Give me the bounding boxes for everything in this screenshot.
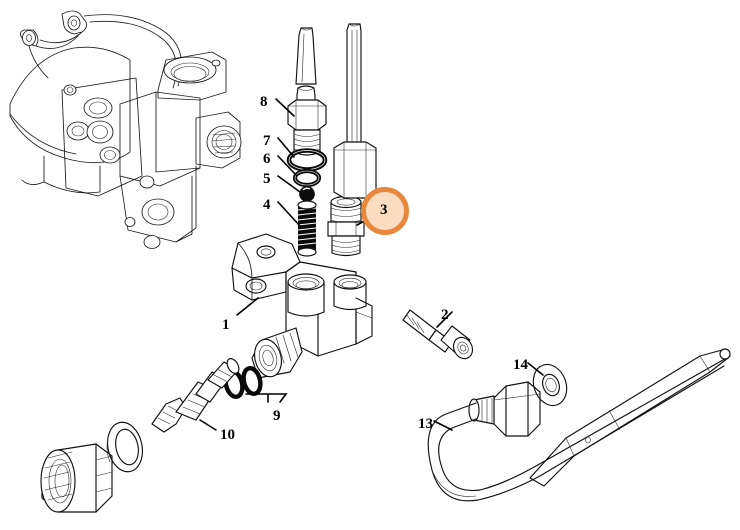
socket-head-cap-screw [402,309,474,360]
callout-7: 7 [263,133,271,149]
leader-13 [433,420,453,431]
double-threaded-nipple [327,195,365,257]
callout-13: 13 [418,416,433,432]
compression-spring [297,200,317,257]
long-lance-tube [529,348,731,487]
hex-union-nut [468,381,541,437]
valve-insert-cartridge [151,358,240,433]
callout-1: 1 [222,317,230,333]
leader-10 [199,419,217,431]
callout-8: 8 [260,94,268,110]
leader-2 [436,311,453,328]
callout-2: 2 [441,307,449,323]
callout-14: 14 [513,357,528,373]
valve-manifold-body [231,233,373,379]
pump-housing-assembly [9,10,242,249]
check-ball [299,186,315,202]
callout-9: 9 [273,408,281,424]
lower-hex-coupling-nut [40,443,113,513]
leader-14 [527,362,544,376]
upper-straight-tube [346,23,362,149]
leader-4 [277,201,301,227]
leader-1 [236,297,259,316]
upper-nozzle-tube [295,27,317,85]
small-o-ring [292,168,322,188]
leader-9 [245,393,288,403]
leader-5 [277,175,301,193]
callout-5: 5 [263,171,271,187]
callout-3: 3 [380,202,388,218]
callout-4: 4 [263,197,271,213]
leader-7 [277,137,295,158]
valve-bolt-body [287,85,327,156]
lower-sealing-washer [106,421,143,473]
tube-hex-fitting [333,141,377,199]
callout-10: 10 [220,427,235,443]
hose-assembly [427,355,731,502]
leader-8 [275,98,295,117]
callout-6: 6 [263,151,271,167]
highlight-circle-part-3[interactable] [361,187,409,235]
leader-6 [277,155,297,176]
